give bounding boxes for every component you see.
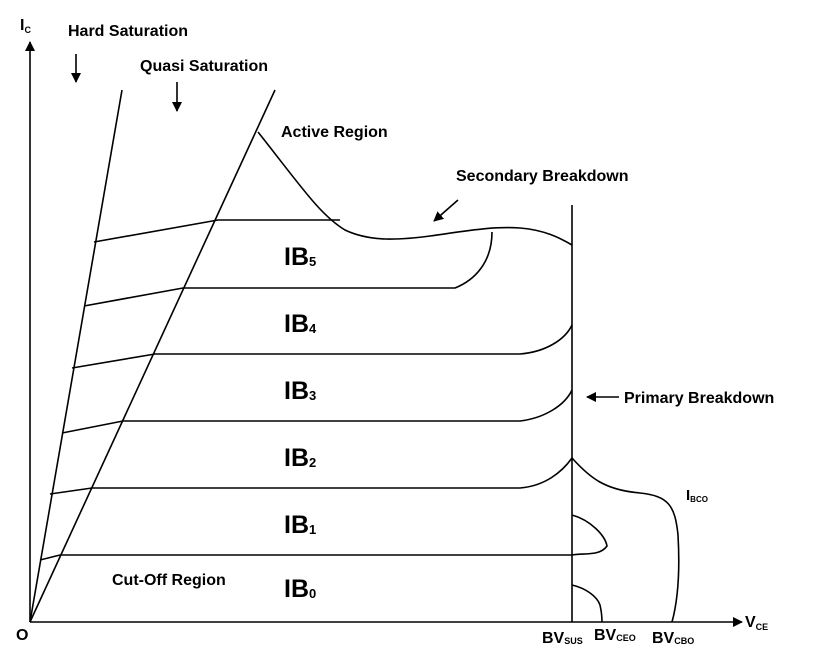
origin-label: O xyxy=(16,627,28,644)
active-region-label: Active Region xyxy=(281,124,388,141)
ib5-top-segment xyxy=(93,219,340,243)
ib3-label: IB3 xyxy=(284,377,316,405)
ib5-curve xyxy=(83,231,493,307)
ibco-label: IBCO xyxy=(686,487,708,504)
bvceo-bump-lower xyxy=(571,584,603,623)
hard-saturation-line xyxy=(29,89,123,623)
cutoff-region-label: Cut-Off Region xyxy=(112,572,226,589)
ib4-label: IB4 xyxy=(284,310,317,338)
bvceo-label: BVCEO xyxy=(594,627,636,644)
ib2-curve xyxy=(49,457,573,495)
ib5-label: IB5 xyxy=(284,243,316,271)
secondary-breakdown-label: Secondary Breakdown xyxy=(456,168,629,185)
secondary-breakdown-curve xyxy=(257,131,573,246)
ib4-curve xyxy=(71,324,573,369)
bvcbo-label: BVCBO xyxy=(652,630,694,647)
ib2-label: IB2 xyxy=(284,444,316,472)
ibco-curve xyxy=(571,457,680,623)
bvsus-label: BVSUS xyxy=(542,630,583,647)
bvceo-bump-upper xyxy=(571,514,608,556)
ib1-curve xyxy=(39,554,572,561)
x-axis-label: VCE xyxy=(745,614,768,632)
quasi-saturation-label: Quasi Saturation xyxy=(140,58,268,75)
y-axis-label: IC xyxy=(20,17,31,35)
ib3-curve xyxy=(61,389,573,434)
secondary-breakdown-arrow xyxy=(433,199,459,222)
primary-breakdown-label: Primary Breakdown xyxy=(624,390,774,407)
ib1-label: IB1 xyxy=(284,511,316,539)
quasi-saturation-line xyxy=(29,89,276,623)
hard-saturation-label: Hard Saturation xyxy=(68,23,188,40)
ib0-label: IB0 xyxy=(284,575,316,603)
